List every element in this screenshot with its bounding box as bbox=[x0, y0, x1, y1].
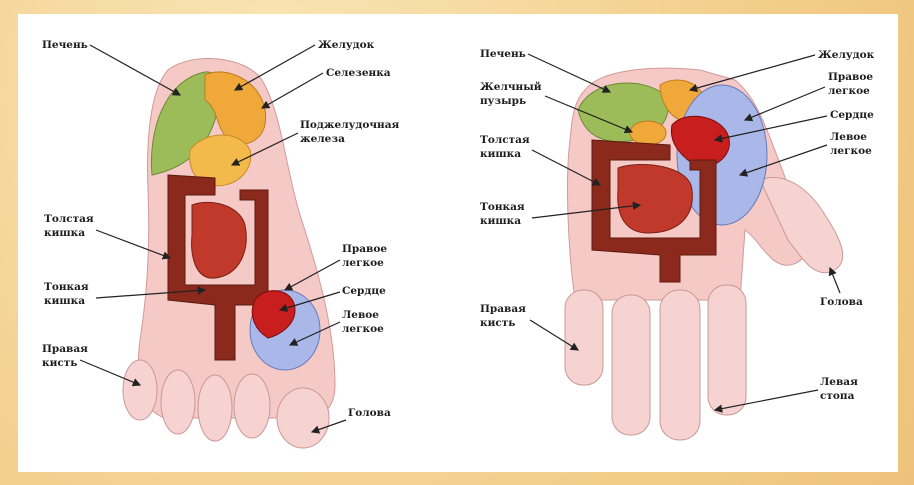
foot-label-stomach: Желудок bbox=[318, 39, 375, 51]
hand-label-right-hand-1: Правая bbox=[480, 303, 526, 315]
foot-label-colon-1: Толстая bbox=[44, 213, 94, 225]
hand-label-liver: Печень bbox=[480, 48, 526, 60]
hand-gallbladder bbox=[630, 121, 666, 145]
foot-label-liver: Печень bbox=[42, 39, 88, 51]
hand-label-right-lung-2: легкое bbox=[828, 85, 870, 97]
hand-label-left-foot-1: Левая bbox=[820, 376, 858, 388]
hand-label-small-int-1: Тонкая bbox=[480, 201, 525, 213]
hand-label-stomach: Желудок bbox=[818, 49, 875, 61]
hand-label-right-lung-1: Правое bbox=[828, 71, 873, 83]
foot-label-left-lung-2: легкое bbox=[342, 323, 384, 335]
foot-label-small-int-1: Тонкая bbox=[44, 281, 89, 293]
foot-label-right-lung-2: легкое bbox=[342, 257, 384, 269]
hand-label-small-int-2: кишка bbox=[480, 215, 521, 227]
foot-label-right-lung-1: Правое bbox=[342, 243, 387, 255]
hand-label-colon-2: кишка bbox=[480, 148, 521, 160]
hand-fingers bbox=[565, 285, 746, 440]
foot-label-head: Голова bbox=[348, 407, 391, 419]
foot-label-spleen: Селезенка bbox=[326, 67, 391, 79]
hand-label-left-foot-2: стопа bbox=[820, 390, 855, 402]
foot-label-heart: Сердце bbox=[342, 285, 386, 297]
hand-label-heart: Сердце bbox=[830, 109, 874, 121]
foot-label-pancreas-1: Поджелудочная bbox=[300, 119, 400, 131]
hand-label-right-hand-2: кисть bbox=[480, 317, 515, 329]
hand-label-head: Голова bbox=[820, 296, 863, 308]
hand-label-colon-1: Толстая bbox=[480, 134, 530, 146]
hand-label-gallbladder-2: пузырь bbox=[480, 95, 526, 107]
foot-label-right-hand-2: кисть bbox=[42, 357, 77, 369]
hand-small-intestine bbox=[618, 164, 693, 233]
foot-illustration bbox=[123, 59, 335, 448]
foot-label-pancreas-2: железа bbox=[300, 133, 345, 145]
hand-illustration bbox=[565, 68, 843, 440]
foot-label-small-int-2: кишка bbox=[44, 295, 85, 307]
foot-label-left-lung-1: Левое bbox=[342, 309, 379, 321]
foot-label-colon-2: кишка bbox=[44, 227, 85, 239]
foot-label-right-hand-1: Правая bbox=[42, 343, 88, 355]
hand-label-gallbladder-1: Желчный bbox=[480, 81, 542, 93]
hand-label-left-lung-1: Левое bbox=[830, 131, 867, 143]
hand-label-left-lung-2: легкое bbox=[830, 145, 872, 157]
